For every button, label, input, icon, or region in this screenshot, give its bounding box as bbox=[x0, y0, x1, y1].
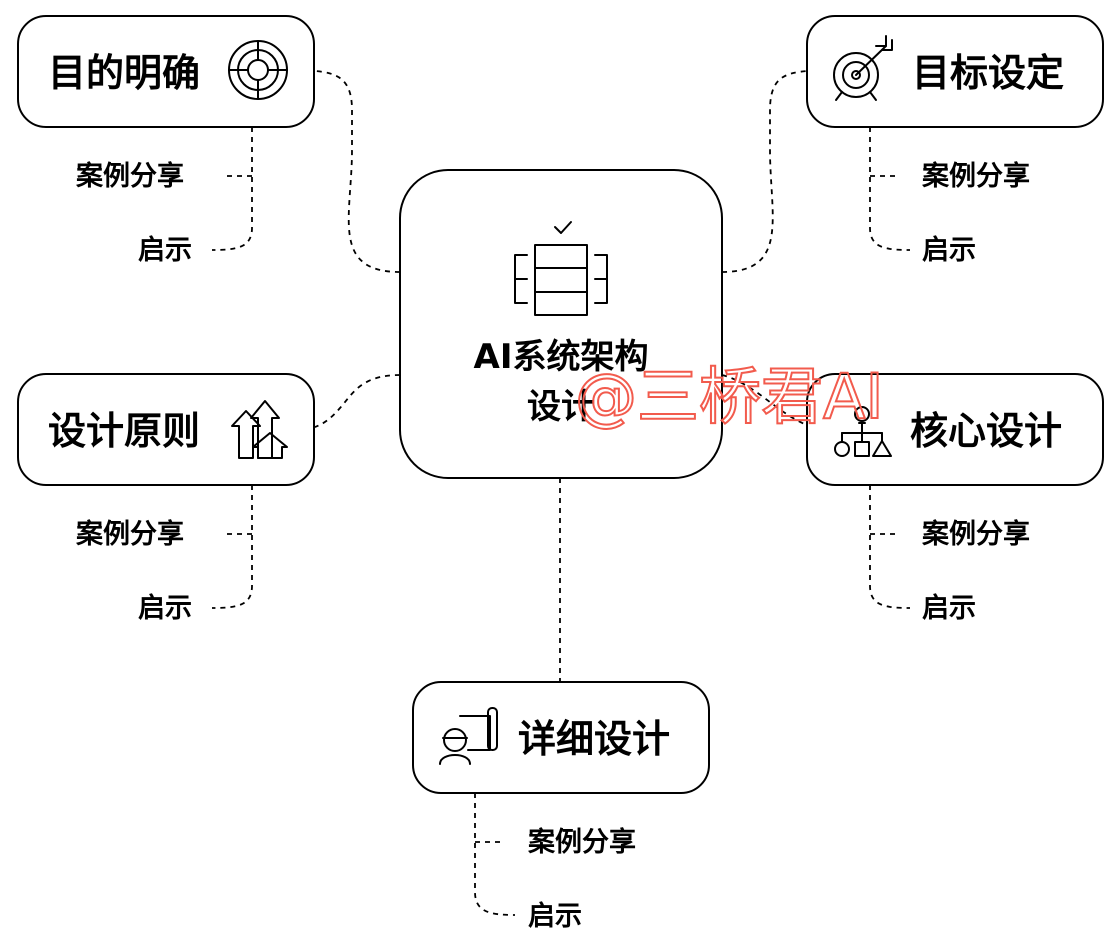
node-detail: 详细设计 案例分享 启示 bbox=[412, 681, 710, 932]
node-purpose-child-case: 案例分享 bbox=[75, 160, 184, 192]
connector-detail-children bbox=[474, 793, 516, 916]
node-purpose-box bbox=[17, 15, 315, 128]
connector-goal-children bbox=[869, 127, 911, 251]
connector-center-purpose bbox=[301, 69, 401, 273]
arrows-up-icon bbox=[231, 400, 288, 459]
node-detail-child-case: 案例分享 bbox=[527, 826, 636, 858]
center-node-box bbox=[399, 169, 723, 479]
node-detail-label: 详细设计 bbox=[518, 717, 670, 761]
dartboard-arrow-icon bbox=[833, 35, 893, 101]
connector-center-principles bbox=[301, 374, 401, 431]
shapes-hierarchy-icon bbox=[834, 406, 892, 457]
connector-core-children bbox=[869, 485, 911, 609]
connector-principles-children bbox=[211, 485, 253, 609]
connector-purpose-children bbox=[211, 127, 253, 251]
node-purpose-child-insight: 启示 bbox=[138, 235, 192, 266]
node-core: 核心设计 案例分享 启示 bbox=[806, 373, 1104, 624]
node-principles-child-case: 案例分享 bbox=[75, 518, 184, 550]
server-rack-icon bbox=[514, 221, 608, 316]
node-goal-child-insight: 启示 bbox=[922, 235, 976, 266]
node-goal: 目标设定 案例分享 启示 bbox=[806, 15, 1104, 266]
target-rings-icon bbox=[228, 40, 288, 100]
node-detail-child-insight: 启示 bbox=[528, 901, 582, 932]
node-goal-label: 目标设定 bbox=[912, 51, 1064, 95]
connector-center-goal bbox=[721, 69, 823, 273]
node-core-label: 核心设计 bbox=[910, 409, 1062, 453]
center-node: AI系统架构 设计 bbox=[399, 169, 723, 479]
node-purpose-label: 目的明确 bbox=[48, 51, 200, 95]
node-purpose: 目的明确 案例分享 启示 bbox=[17, 15, 315, 266]
node-detail-box bbox=[412, 681, 710, 794]
node-core-child-insight: 启示 bbox=[922, 593, 976, 624]
engineer-blueprint-icon bbox=[439, 707, 498, 765]
node-principles: 设计原则 案例分享 启示 bbox=[17, 373, 315, 624]
node-principles-child-insight: 启示 bbox=[138, 593, 192, 624]
node-goal-child-case: 案例分享 bbox=[921, 160, 1030, 192]
node-goal-box bbox=[806, 15, 1104, 128]
node-principles-label: 设计原则 bbox=[48, 409, 200, 453]
node-core-child-case: 案例分享 bbox=[921, 518, 1030, 550]
node-core-box bbox=[806, 373, 1104, 486]
watermark-text: @三桥君AI bbox=[575, 360, 884, 433]
center-title-line2: 设计 bbox=[527, 387, 595, 427]
center-title-line1: AI系统架构 bbox=[474, 337, 649, 377]
